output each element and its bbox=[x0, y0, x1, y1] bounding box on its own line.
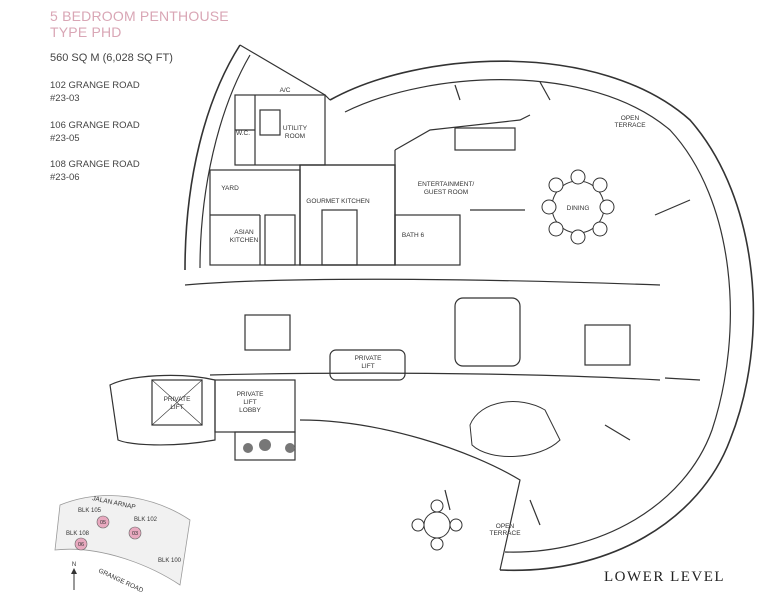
label-wc: W.C. bbox=[236, 130, 250, 137]
plan-type: TYPE PHD bbox=[50, 24, 122, 40]
label-dining: DINING bbox=[567, 205, 590, 212]
label-entertainment-2: GUEST ROOM bbox=[424, 189, 468, 196]
north-arrow-head-icon bbox=[71, 568, 77, 574]
label-utility-2: ROOM bbox=[285, 133, 305, 140]
level-label: LOWER LEVEL bbox=[604, 569, 726, 585]
label-lift-lobby-2: LIFT bbox=[243, 399, 256, 406]
key-blk105: BLK 105 bbox=[78, 508, 102, 514]
label-private-lift-center-1: PRIVATE bbox=[355, 355, 383, 362]
label-gourmet-kitchen: GOURMET KITCHEN bbox=[306, 198, 370, 205]
label-utility-1: UTILITY bbox=[283, 125, 308, 132]
key-unit-03: 03 bbox=[132, 531, 138, 537]
label-yard: YARD bbox=[221, 185, 239, 192]
label-ac: A/C bbox=[280, 87, 291, 94]
terrace-table-set bbox=[411, 499, 463, 551]
key-plan-site bbox=[54, 495, 191, 586]
label-private-lift-left-1: PRIVATE bbox=[164, 396, 192, 403]
label-lift-lobby-1: PRIVATE bbox=[237, 391, 265, 398]
piano bbox=[469, 401, 561, 457]
label-asian-kitchen-2: KITCHEN bbox=[230, 237, 259, 244]
label-asian-kitchen-1: ASIAN bbox=[234, 229, 254, 236]
key-blk108: BLK 108 bbox=[66, 531, 90, 537]
north-label: N bbox=[72, 562, 76, 568]
unit-address-106: 106 GRANGE ROAD #23-05 bbox=[50, 119, 140, 145]
address-unit: #23-03 bbox=[50, 93, 80, 104]
key-blk100: BLK 100 bbox=[158, 558, 182, 564]
label-private-lift-left-2: LIFT bbox=[170, 404, 183, 411]
planter bbox=[243, 439, 295, 453]
address-unit: #23-05 bbox=[50, 133, 80, 144]
key-unit-05: 05 bbox=[100, 520, 106, 526]
label-private-lift-center-2: LIFT bbox=[361, 363, 374, 370]
key-unit-03-marker bbox=[128, 526, 142, 540]
label-terrace-bottom-2: TERRACE bbox=[489, 530, 521, 537]
key-blk102: BLK 102 bbox=[134, 517, 158, 523]
unit-address-108: 108 GRANGE ROAD #23-06 bbox=[50, 158, 140, 184]
address-road: 108 GRANGE ROAD bbox=[50, 159, 140, 170]
address-unit: #23-06 bbox=[50, 172, 80, 183]
key-road-bottom: GRANGE ROAD bbox=[97, 567, 144, 594]
label-entertainment-1: ENTERTAINMENT/ bbox=[418, 181, 475, 188]
key-unit-06-marker bbox=[74, 537, 88, 551]
label-bath: BATH 6 bbox=[402, 232, 425, 239]
label-terrace-bottom-1: OPEN bbox=[496, 523, 515, 530]
address-road: 102 GRANGE ROAD bbox=[50, 80, 140, 91]
dining-set bbox=[541, 169, 615, 245]
key-unit-05-marker bbox=[96, 515, 110, 529]
plan-area: 560 SQ M (6,028 SQ FT) bbox=[50, 52, 173, 64]
plan-title: 5 BEDROOM PENTHOUSE bbox=[50, 8, 229, 24]
plan-walls bbox=[109, 44, 755, 572]
unit-address-102: 102 GRANGE ROAD #23-03 bbox=[50, 79, 140, 105]
label-lift-lobby-3: LOBBY bbox=[239, 407, 261, 414]
label-terrace-top-2: TERRACE bbox=[614, 122, 646, 129]
key-plan: N JALAN ARNAP GRANGE ROAD BLK 105 BLK 10… bbox=[54, 495, 191, 595]
label-terrace-top-1: OPEN bbox=[621, 115, 640, 122]
address-road: 106 GRANGE ROAD bbox=[50, 120, 140, 131]
room-labels: A/C W.C. UTILITY ROOM YARD GOURMET KITCH… bbox=[164, 87, 647, 537]
key-unit-06: 06 bbox=[78, 542, 84, 548]
